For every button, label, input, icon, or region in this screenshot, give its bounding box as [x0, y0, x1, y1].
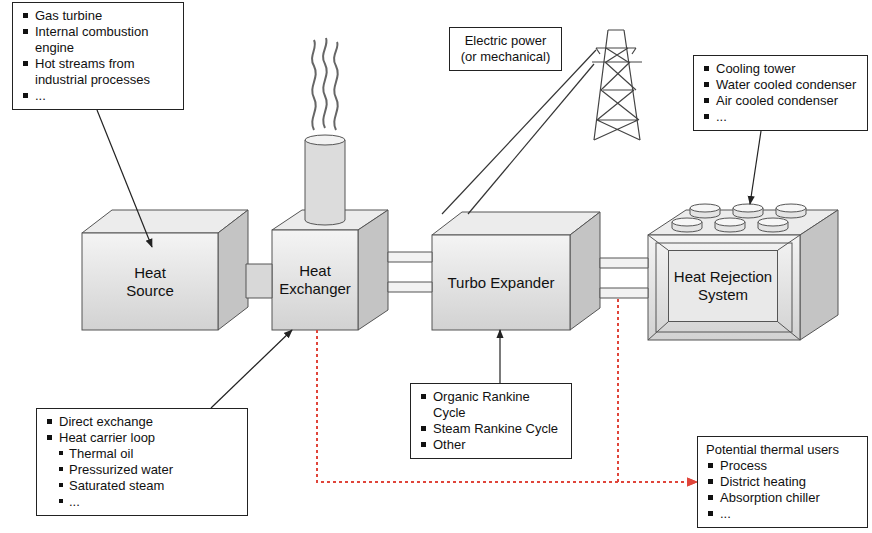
- bullet-text: District heating: [706, 474, 861, 490]
- pylon: [592, 30, 642, 140]
- power-line: [468, 64, 594, 214]
- leader-arrow: [211, 330, 292, 408]
- bullet-text: Hot streams from industrial processes: [21, 56, 177, 88]
- exhaust-fumes: [312, 38, 338, 130]
- bullet-text: Water cooled condenser: [702, 77, 861, 93]
- fans: [672, 204, 806, 232]
- bullet-text: Cooling tower: [702, 61, 861, 77]
- callout-box: Cooling towerWater cooled condenserAir c…: [693, 55, 868, 131]
- heat-flow-arrow: [618, 299, 697, 482]
- callout-box: Potential thermal usersProcessDistrict h…: [697, 436, 868, 528]
- turbo-expander-box: [432, 212, 600, 330]
- heat-rejection-box: [648, 204, 838, 340]
- frame: [656, 243, 792, 332]
- leader-arrow: [499, 330, 500, 383]
- bullet-text: Saturated steam: [45, 478, 241, 494]
- fume-line: [312, 40, 316, 130]
- bullet-text: Process: [706, 458, 861, 474]
- fan-top: [715, 218, 745, 226]
- heat-source-box: [82, 210, 248, 330]
- box-front: [82, 233, 218, 330]
- bullet-text: Other: [419, 437, 565, 453]
- frame-brace: [648, 235, 800, 340]
- bullet-text: Heat carrier loop: [45, 430, 241, 446]
- fume-line: [323, 38, 327, 128]
- box-label: Turbo Expander: [447, 274, 554, 292]
- exhaust-duct: [246, 264, 272, 298]
- fume-line: [334, 42, 338, 130]
- fan-top: [776, 204, 806, 212]
- box-front: [648, 235, 800, 340]
- bullet-text: Potential thermal users: [706, 442, 861, 458]
- box-side: [218, 210, 248, 330]
- heat-exchanger-box: [272, 135, 388, 330]
- box-label: Electric power (or mechanical): [458, 33, 553, 65]
- bullet-text: ...: [706, 506, 861, 522]
- process-box: Heat Rejection System: [668, 250, 778, 322]
- box-side: [570, 212, 600, 330]
- process-box: Heat Source: [82, 233, 218, 330]
- box-label: Heat Rejection System: [673, 268, 773, 304]
- fan-top: [733, 204, 763, 212]
- bullet-text: Direct exchange: [45, 414, 241, 430]
- bullet-text: ...: [45, 494, 241, 510]
- process-box: Heat Exchanger: [272, 230, 358, 330]
- callout-box: Direct exchangeHeat carrier loopThermal …: [36, 408, 248, 516]
- box-label: Heat Source: [118, 264, 182, 300]
- fan-top: [690, 204, 720, 212]
- process-box: Turbo Expander: [432, 235, 570, 330]
- callout-box: Gas turbineInternal combustion engineHot…: [12, 2, 184, 110]
- bullet-text: Organic Rankine Cycle: [419, 389, 565, 421]
- leader-arrow: [750, 131, 761, 204]
- bullet-text: Thermal oil: [45, 446, 241, 462]
- power-line: [442, 50, 596, 214]
- pylon-lattice: [594, 48, 640, 140]
- pipe-pair: [600, 258, 648, 298]
- pylon-legs: [594, 30, 640, 140]
- box-label: Heat Exchanger: [276, 262, 354, 298]
- box-front: [272, 230, 358, 330]
- bullet-text: Steam Rankine Cycle: [419, 421, 565, 437]
- bullet-text: Internal combustion engine: [21, 24, 177, 56]
- power-lines: [442, 50, 596, 214]
- fan-top: [758, 218, 788, 226]
- pipe-pair: [388, 252, 432, 292]
- bullet-text: Air cooled condenser: [702, 93, 861, 109]
- fan-top: [672, 218, 702, 226]
- leader-arrow: [97, 110, 152, 247]
- bullet-text: Pressurized water: [45, 462, 241, 478]
- bullet-text: ...: [21, 88, 177, 104]
- heat-flow-arrow: [317, 330, 697, 482]
- bullet-text: Gas turbine: [21, 8, 177, 24]
- callout-box: Electric power (or mechanical): [449, 27, 562, 71]
- box-side: [800, 210, 838, 340]
- box-side: [358, 210, 388, 330]
- chimney: [305, 140, 345, 225]
- callout-box: Organic Rankine CycleSteam Rankine Cycle…: [410, 383, 572, 459]
- box-front: [432, 235, 570, 330]
- bullet-text: Absorption chiller: [706, 490, 861, 506]
- chimney-top: [305, 135, 345, 145]
- bullet-text: ...: [702, 109, 861, 125]
